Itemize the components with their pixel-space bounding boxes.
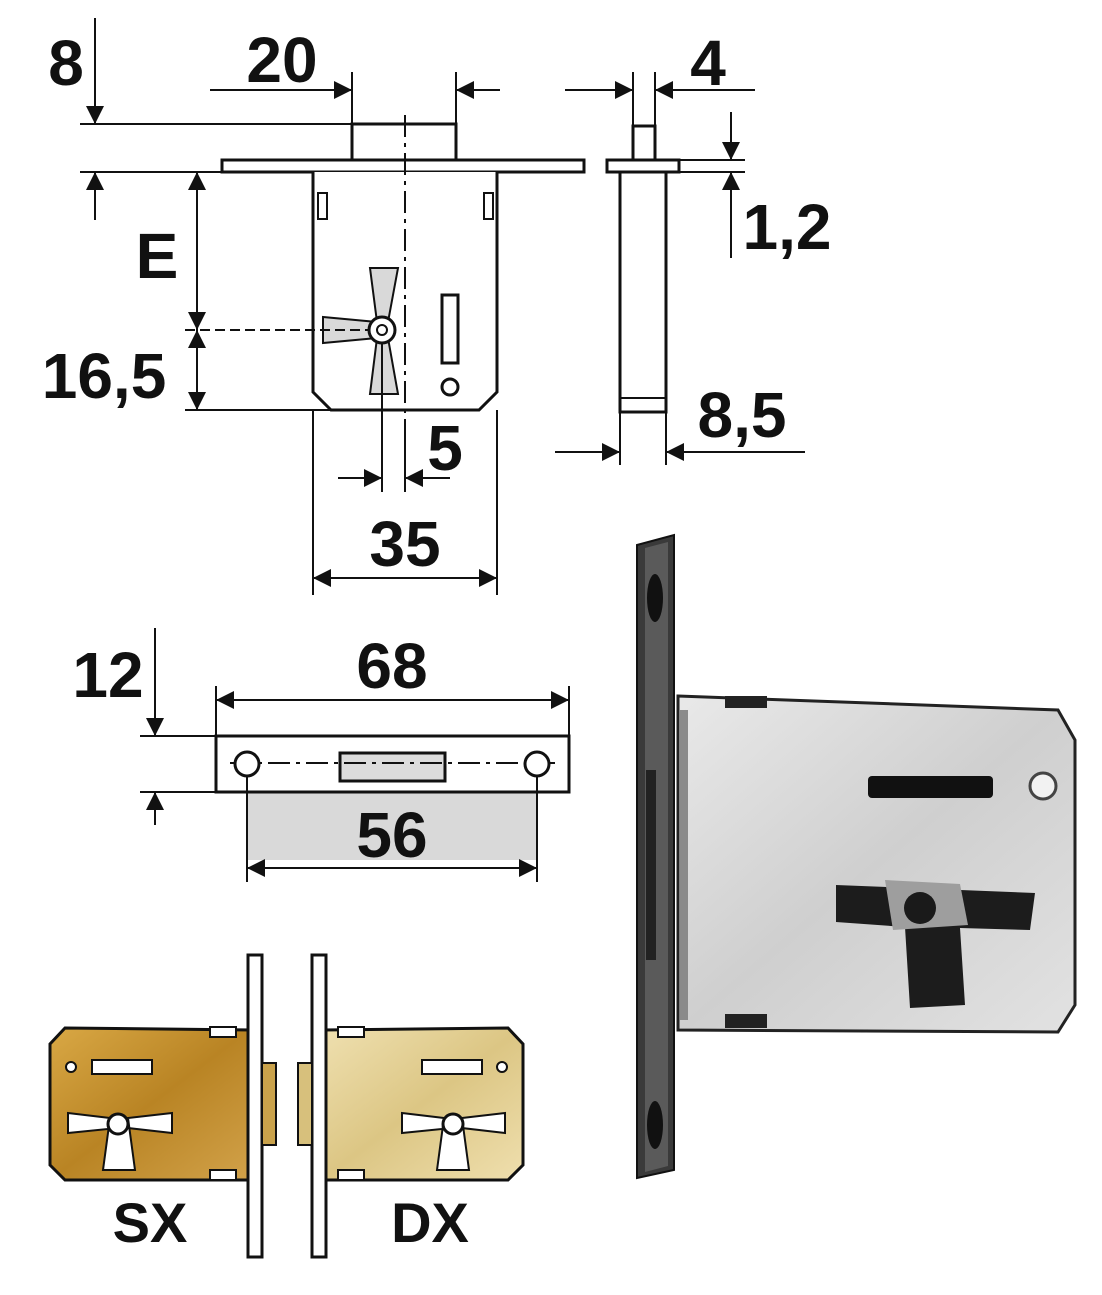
dim-68-label: 68 [356,630,427,702]
front-view [220,115,586,440]
dim-4-label: 4 [690,27,726,99]
dx-label: DX [391,1191,469,1254]
dim-35-label: 35 [369,508,440,580]
lock-dx: DX [297,953,525,1259]
lock-photo [636,533,1077,1180]
front-dimensions: 8 20 4 1,2 E 16,5 8,5 5 35 [42,18,832,595]
dim-20-label: 20 [246,24,317,96]
sx-label: SX [113,1191,188,1254]
dim-16-5-label: 16,5 [42,340,167,412]
lock-sx: SX [48,953,277,1259]
dim-12-label: 12 [72,639,143,711]
strike-plate [214,734,571,860]
dim-5-label: 5 [427,412,463,484]
side-view [605,124,681,414]
strike-dimensions: 68 12 56 [72,628,570,882]
dim-1-2-label: 1,2 [743,191,832,263]
dim-e-label: E [136,220,179,292]
dim-8-label: 8 [48,27,84,99]
dim-56-label: 56 [356,799,427,871]
dim-8-5-label: 8,5 [698,379,787,451]
